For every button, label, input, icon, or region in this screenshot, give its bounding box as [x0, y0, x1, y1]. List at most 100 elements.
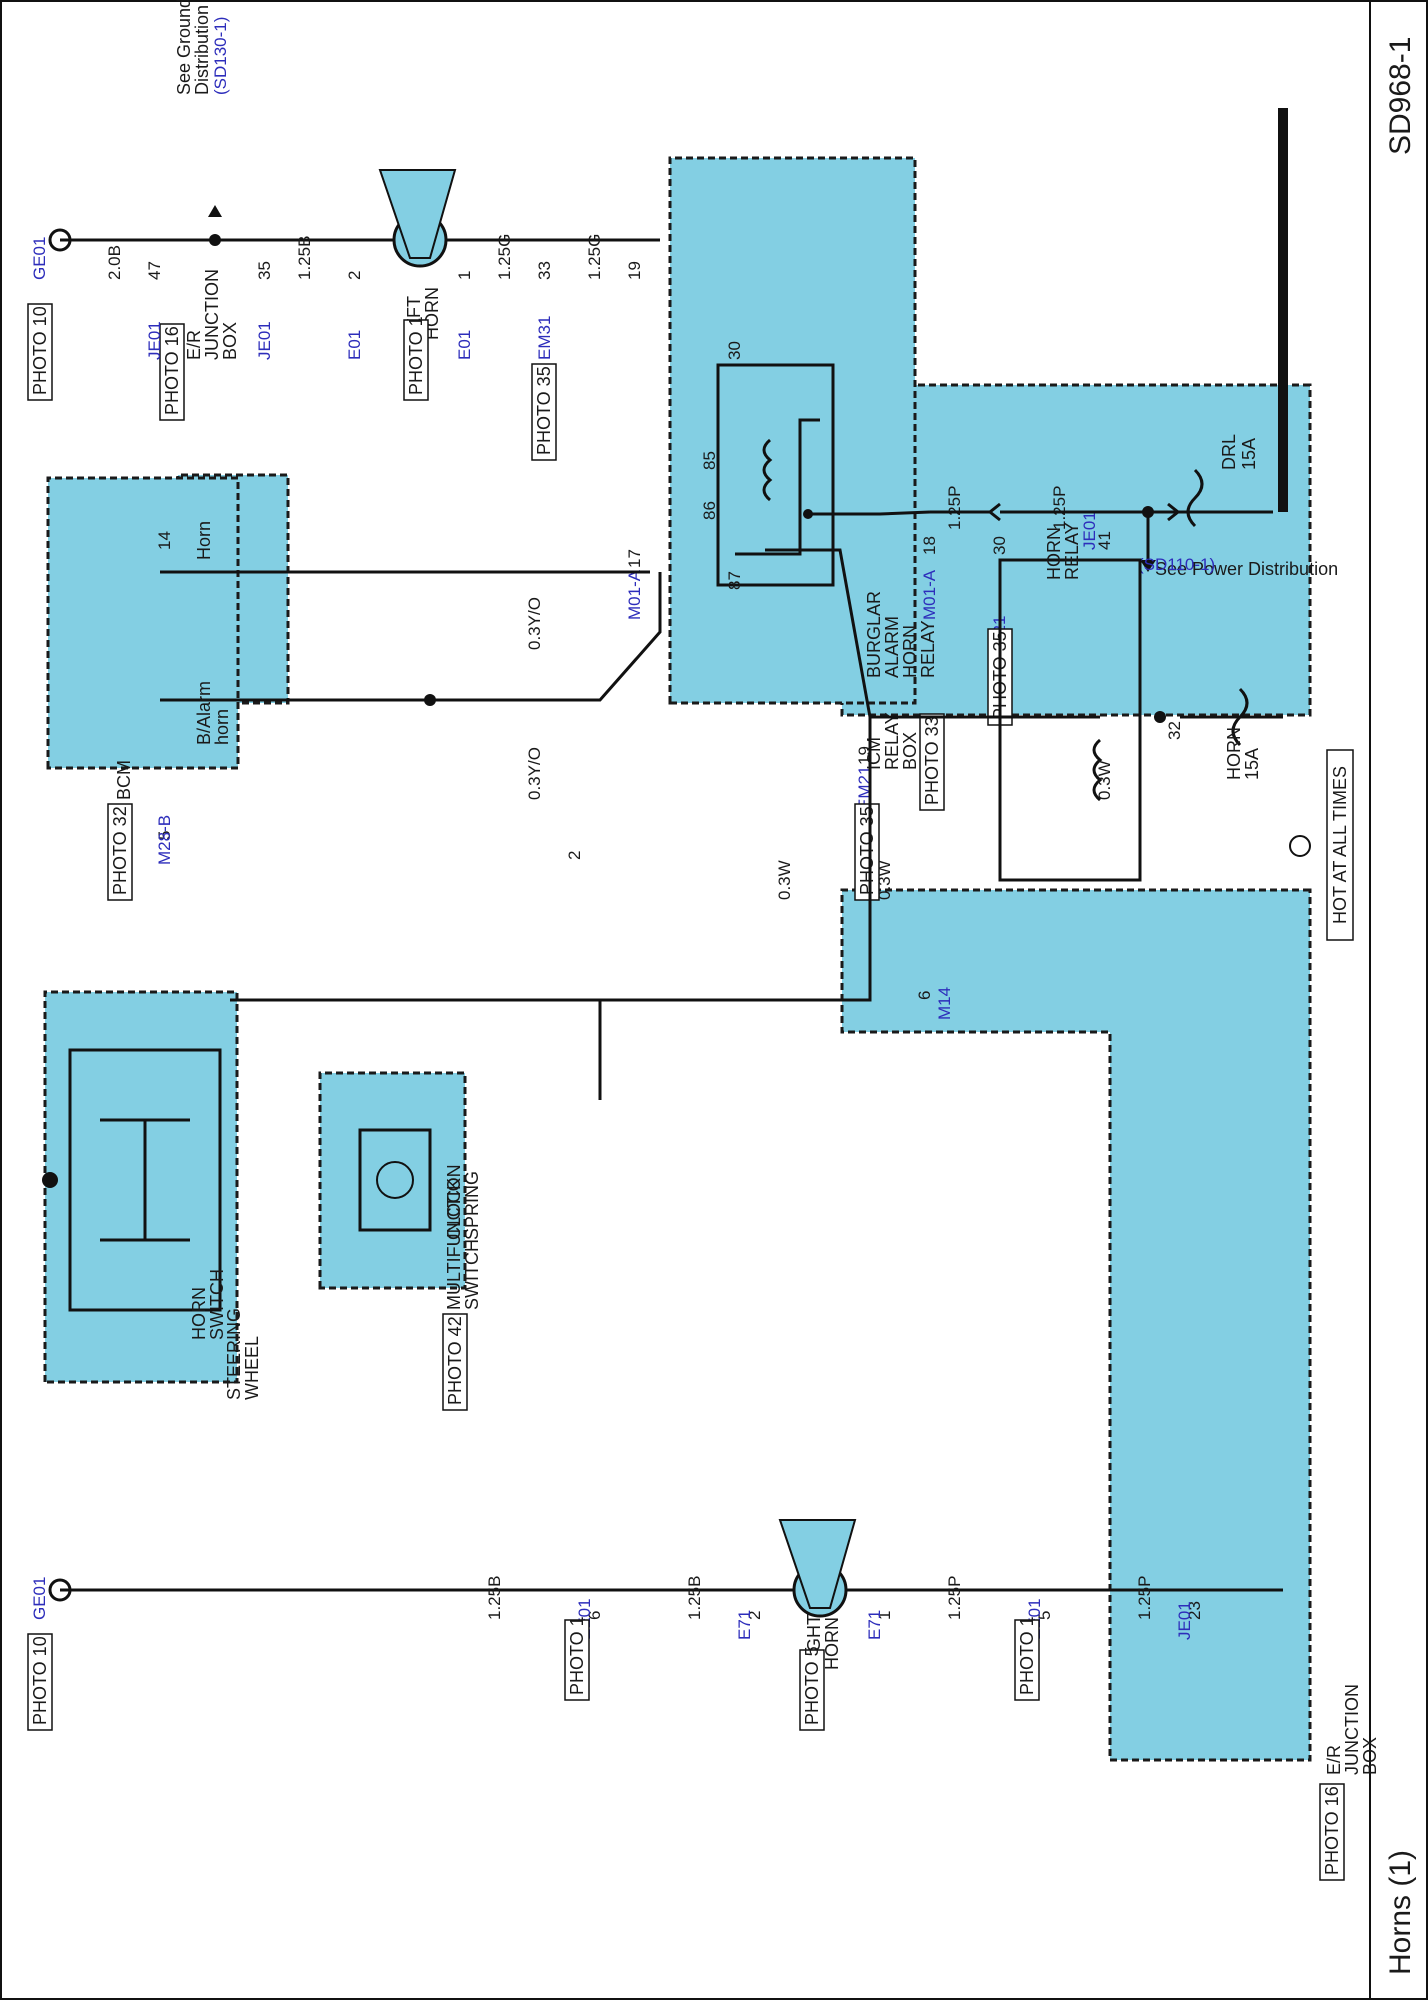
- horn-relay-coil-icon: [1092, 738, 1103, 802]
- photo-35-b: [531, 363, 557, 461]
- wire-125g-a: 1.25G: [585, 234, 604, 280]
- photo-10-b-text: PHOTO 10: [30, 1636, 50, 1725]
- photo-32-text: PHOTO 32: [110, 806, 130, 895]
- relay-pin-30: 30: [725, 341, 744, 360]
- bcm-pin-horn: Horn: [194, 521, 214, 560]
- pin-5: 5: [155, 831, 174, 840]
- pin-17: 17: [625, 549, 644, 568]
- power-ref-code: (SD110-1): [1138, 555, 1215, 574]
- icm-relay-box: [668, 156, 917, 705]
- er-junction-box-bottom: [840, 888, 1312, 1762]
- clock-spring-icon: [358, 1128, 432, 1232]
- er-top-label-2: JUNCTION: [202, 269, 222, 360]
- steering-ground-icon: [42, 1172, 58, 1188]
- photo-16-b: [1319, 1783, 1345, 1881]
- conn-je01-c: JE01: [145, 321, 164, 360]
- photo-1-a-text: PHOTO 1: [406, 316, 426, 395]
- photo-35-c: [854, 803, 880, 901]
- ground-ref-line2: Distribution: [192, 5, 212, 95]
- photo-16-b-text: PHOTO 16: [1322, 1786, 1342, 1875]
- photo-1-b-text: PHOTO 1: [1017, 1616, 1037, 1695]
- multifunction-switch-box: [318, 1071, 467, 1290]
- pin-5-ee01: 5: [1035, 1611, 1054, 1620]
- photo-5: [799, 1649, 825, 1731]
- pin-41: 41: [1095, 531, 1114, 550]
- pin-35: 35: [255, 261, 274, 280]
- wire-125p-c: 1.25P: [1135, 1576, 1154, 1620]
- clock-spring-label-2: SPRING: [462, 1171, 482, 1240]
- conn-je01-d: JE01: [1175, 1601, 1194, 1640]
- conn-m01a-a: M01-A: [920, 569, 939, 620]
- photo-16-a-text: PHOTO 16: [162, 326, 182, 415]
- bcm-name: BCM: [114, 760, 134, 800]
- pin-47: 47: [145, 261, 164, 280]
- wire-03yo-to-bcm-balarm: [160, 572, 662, 702]
- horn-relay-node: [1154, 711, 1166, 723]
- conn-em31: EM31: [535, 316, 554, 360]
- wire-03yo-b: 0.3Y/O: [525, 747, 544, 800]
- er-bottom-label-3: BOX: [1360, 1737, 1380, 1775]
- pin-23: 23: [1185, 1601, 1204, 1620]
- drl-fuse-rating: 15A: [1239, 438, 1259, 470]
- bcm-pin-balarm-2: horn: [212, 709, 232, 745]
- icm-label-2: RELAY: [882, 712, 902, 770]
- steering-label-1: STEERING: [224, 1308, 244, 1400]
- horn-switch-contacts: [100, 1118, 190, 1242]
- drl-fuse-icon: [1186, 468, 1204, 528]
- conn-je01-a: JE01: [1080, 511, 1099, 550]
- icm-label-3: BOX: [900, 732, 920, 770]
- er-top-label-1: E/R: [184, 330, 204, 360]
- power-ref-arrow: [1140, 560, 1156, 572]
- pin-6-m14: 6: [915, 991, 934, 1000]
- conn-ge01-a: GE01: [30, 237, 49, 280]
- right-horn-label-2: HORN: [822, 1617, 842, 1670]
- relay-coil-icon: [762, 438, 773, 502]
- bcm-box: [46, 476, 240, 770]
- wire-03w-b: 0.3W: [775, 860, 794, 900]
- drl-fuse-name: DRL: [1219, 434, 1239, 470]
- conn-e01-b: E01: [345, 330, 364, 360]
- photo-1-c-text: PHOTO 1: [567, 1616, 587, 1695]
- horn-switch: [68, 1048, 222, 1312]
- photo-33-text: PHOTO 33: [922, 716, 942, 805]
- horn-relay: [998, 558, 1142, 882]
- wire-03w-a: 0.3W: [1095, 760, 1114, 800]
- photo-42: [442, 1313, 468, 1411]
- photo-1-b: [1014, 1619, 1040, 1701]
- pin-19: 19: [625, 261, 644, 280]
- left-horn-bell: [378, 169, 457, 259]
- multifunction-label-1: MULTIFUNCTION: [444, 1164, 464, 1310]
- photo-10-a: [27, 303, 53, 401]
- pin-1-e01: 1: [455, 271, 474, 280]
- pin-6-ee01: 6: [585, 1611, 604, 1620]
- conn-ge01-b: GE01: [30, 1577, 49, 1620]
- relay-contact-path: [735, 418, 820, 556]
- conn-je01-b: JE01: [255, 321, 274, 360]
- pin-32: 32: [1165, 721, 1184, 740]
- photo-1-c: [564, 1619, 590, 1701]
- power-ref-text: See Power Distribution: [1155, 559, 1338, 579]
- conn-e71-b: E71: [735, 1610, 754, 1640]
- photo-35-b-text: PHOTO 35: [534, 366, 554, 455]
- conn-e71-a: E71: [865, 1610, 884, 1640]
- clock-spring-coil: [376, 1161, 414, 1199]
- wire-20b: 2.0B: [105, 245, 124, 280]
- wire-125b-c: 1.25B: [485, 1576, 504, 1620]
- photo-10-a-text: PHOTO 10: [30, 306, 50, 395]
- hot-label: HOT AT ALL TIMES: [1330, 766, 1350, 924]
- conn-e01-a: E01: [455, 330, 474, 360]
- relay-pin-87: 87: [725, 571, 744, 590]
- photo-42-text: PHOTO 42: [445, 1316, 465, 1405]
- conn-m28b: M28-B: [155, 815, 174, 865]
- wire-03yo-a: 0.3Y/O: [525, 597, 544, 650]
- photo-35-c-text: PHOTO 35: [857, 806, 877, 895]
- horn-switch-label-2: SWITCH: [207, 1269, 227, 1340]
- er-junction-box-main: [840, 383, 1312, 717]
- er-top-label-3: BOX: [220, 322, 240, 360]
- horn-relay-label-1: HORN: [1044, 527, 1064, 580]
- wire-03w-horn-relay: [765, 548, 1100, 719]
- steering-wheel-box: [43, 990, 239, 1384]
- pin-14: 14: [155, 531, 174, 550]
- relay-label-4: RELAY: [918, 620, 938, 678]
